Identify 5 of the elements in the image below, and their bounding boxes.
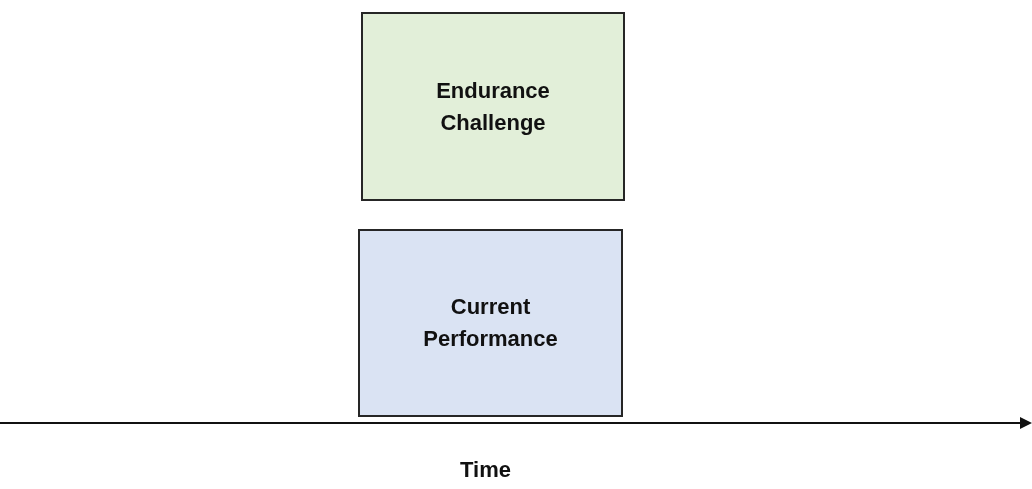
process-box [358,229,623,417]
box-label: Current Performance [422,293,559,353]
process-box [361,12,625,201]
axis-label: Time [460,457,511,483]
box-label: Endurance Challenge [435,76,551,137]
